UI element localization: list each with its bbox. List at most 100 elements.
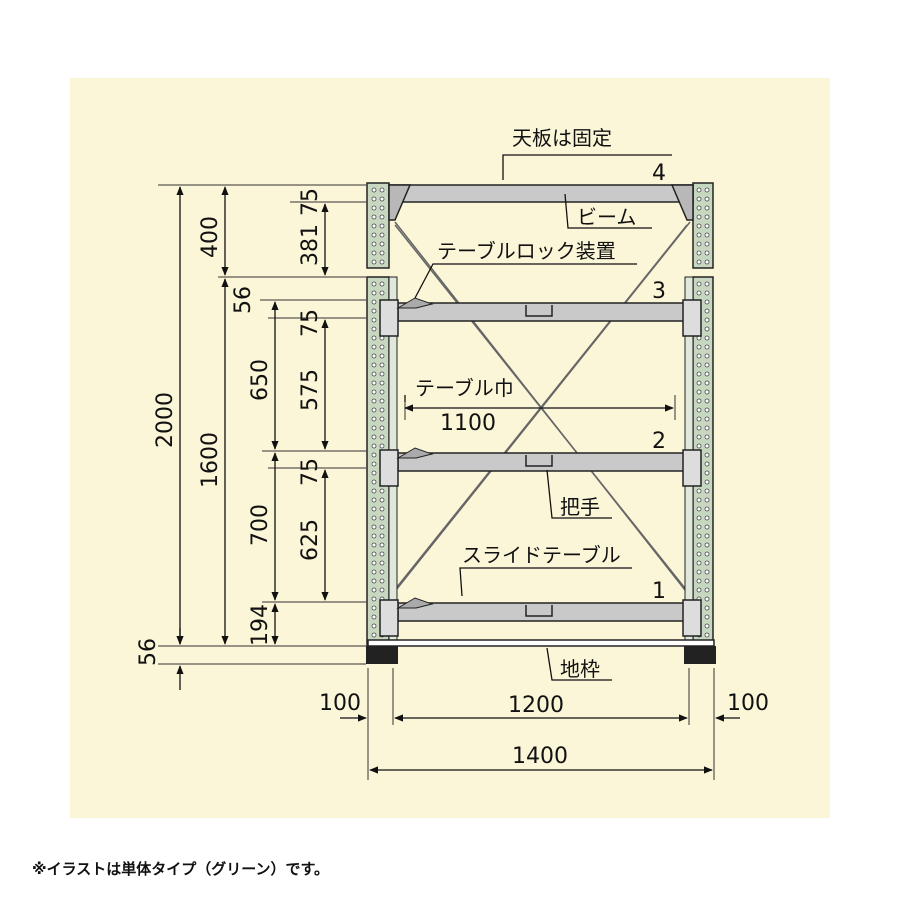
upright-hole	[379, 488, 385, 494]
upright-hole	[379, 515, 385, 521]
upright-hole	[379, 497, 385, 503]
dim-base-56: 56	[136, 638, 161, 666]
upright-hole	[696, 196, 702, 202]
upright-hole	[696, 515, 702, 521]
footnote: ※イラストは単体タイプ（グリーン）です。	[32, 860, 330, 878]
upright-hole	[704, 488, 710, 494]
upright-hole	[704, 461, 710, 467]
upright-hole	[696, 542, 702, 548]
dim-total-height: 2000	[153, 392, 178, 448]
upright-hole	[371, 232, 377, 238]
upright-hole	[371, 542, 377, 548]
upright-hole	[704, 569, 710, 575]
upright-hole	[696, 214, 702, 220]
upright-hole	[704, 560, 710, 566]
upright-hole	[371, 452, 377, 458]
dim-inner-575: 575	[298, 369, 323, 411]
level-1: 1	[652, 579, 666, 604]
upright-hole	[371, 515, 377, 521]
upright-hole	[704, 542, 710, 548]
upright-hole	[379, 250, 385, 256]
slide-table-2	[379, 447, 702, 487]
upright-hole	[371, 416, 377, 422]
upright-hole	[379, 542, 385, 548]
upright-hole	[704, 380, 710, 386]
dimension-arrows	[176, 186, 740, 774]
upright-hole	[704, 241, 710, 247]
upright-hole	[379, 416, 385, 422]
upright-hole	[696, 371, 702, 377]
upright-hole	[704, 614, 710, 620]
upright-hole	[371, 398, 377, 404]
dim-beam-75-a: 75	[298, 309, 323, 337]
upright-hole	[696, 551, 702, 557]
level-4: 4	[652, 161, 666, 186]
upright-hole	[379, 259, 385, 265]
upright-hole	[379, 344, 385, 350]
upright-hole	[371, 533, 377, 539]
upright-hole	[704, 196, 710, 202]
dim-beam-75-b: 75	[298, 458, 323, 486]
upright-hole	[704, 223, 710, 229]
upright-hole	[696, 569, 702, 575]
upright-hole	[704, 533, 710, 539]
upright-hole	[704, 214, 710, 220]
level-2: 2	[652, 429, 666, 454]
upright-hole	[371, 196, 377, 202]
upright-hole	[379, 398, 385, 404]
upright-hole	[379, 281, 385, 287]
upright-hole	[379, 434, 385, 440]
upright-hole	[696, 425, 702, 431]
dim-inner-625: 625	[298, 519, 323, 561]
dim-pitch-650: 650	[248, 359, 273, 401]
upright-hole	[379, 407, 385, 413]
upright-hole	[696, 407, 702, 413]
label-table-width: テーブル巾	[415, 376, 514, 400]
base-frame	[366, 639, 716, 664]
upright-hole	[371, 443, 377, 449]
upright-hole	[371, 560, 377, 566]
upright-hole	[371, 299, 377, 305]
slide-table-1	[379, 597, 702, 637]
upright-hole	[379, 506, 385, 512]
upright-hole	[371, 587, 377, 593]
level-3: 3	[652, 279, 666, 304]
upright-hole	[704, 587, 710, 593]
upright-hole	[379, 187, 385, 193]
upright-hole	[371, 241, 377, 247]
upright-hole	[704, 551, 710, 557]
upright-hole	[379, 362, 385, 368]
label-beam: ビーム	[577, 205, 636, 229]
upright-hole	[371, 596, 377, 602]
upright-hole	[704, 578, 710, 584]
upright-hole	[379, 587, 385, 593]
upright-hole	[371, 371, 377, 377]
upright-hole	[704, 290, 710, 296]
upright-hole	[371, 281, 377, 287]
upright-hole	[696, 380, 702, 386]
upright-hole	[704, 434, 710, 440]
upright-hole	[379, 524, 385, 530]
slide-table-3	[379, 297, 702, 337]
upright-hole	[696, 223, 702, 229]
upright-hole	[371, 380, 377, 386]
upright-hole	[371, 497, 377, 503]
upright-hole	[379, 569, 385, 575]
upright-hole	[371, 205, 377, 211]
upright-hole	[379, 290, 385, 296]
dim-top-381: 381	[298, 224, 323, 266]
upright-hole	[371, 434, 377, 440]
upright-hole	[696, 578, 702, 584]
upright-hole	[379, 380, 385, 386]
dim-bottom-194: 194	[248, 604, 273, 646]
upright-hole	[371, 317, 377, 323]
dim-total-width: 1400	[512, 744, 568, 769]
upright-hole	[371, 223, 377, 229]
upright-hole	[696, 587, 702, 593]
dim-top-gap: 400	[198, 216, 223, 258]
upright-hole	[704, 281, 710, 287]
upright-hole	[379, 353, 385, 359]
upright-hole	[371, 614, 377, 620]
dim-side-left: 100	[319, 691, 361, 716]
